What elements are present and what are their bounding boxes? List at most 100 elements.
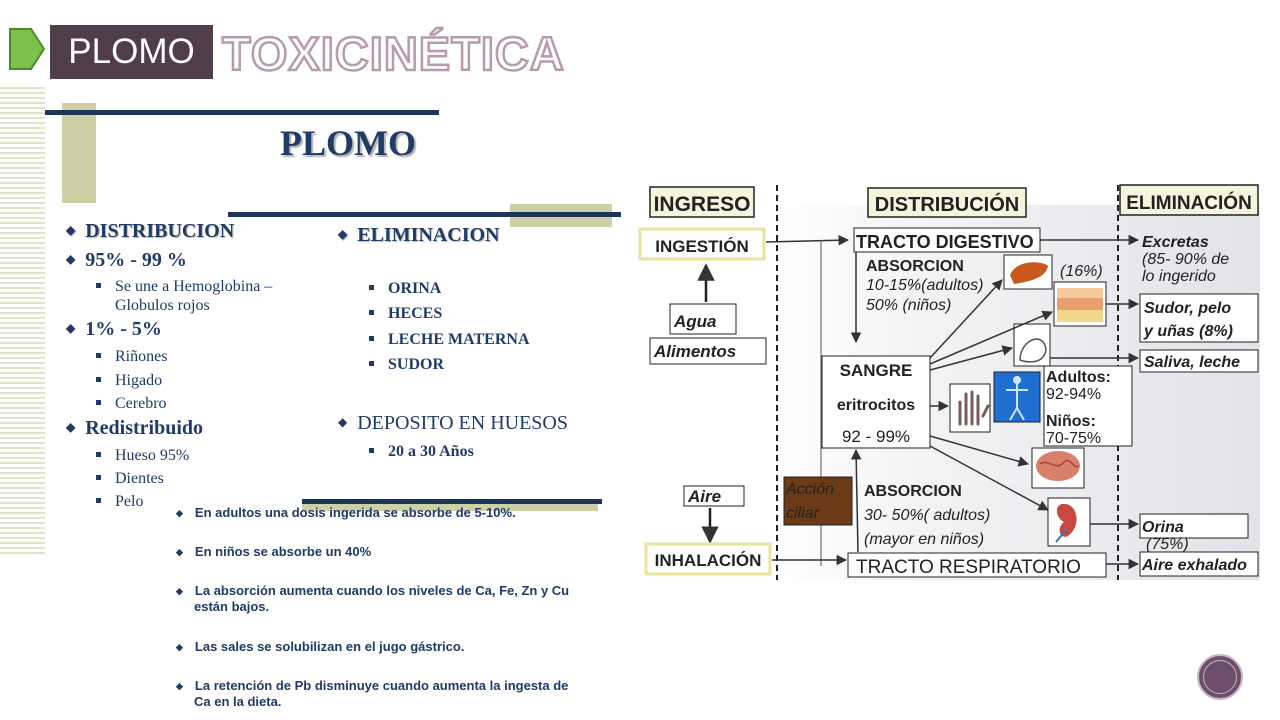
green-arrow-icon [9, 28, 45, 70]
absorcion-adultos: 30- 50%( adultos) [864, 507, 990, 524]
divider-line [302, 499, 602, 504]
svg-text:SANGRE: SANGRE [840, 361, 913, 380]
deposit-item: 20 a 30 Años [369, 443, 474, 461]
box-orina: Orina [1139, 513, 1249, 539]
note-item: ◆En adultos una dosis ingerida se absorb… [176, 505, 516, 520]
svg-text:Adultos:: Adultos: [1046, 369, 1111, 386]
diamond-bullet-icon: ◆ [66, 321, 76, 335]
square-bullet-icon [96, 376, 101, 382]
svg-text:TRACTO RESPIRATORIO: TRACTO RESPIRATORIO [856, 557, 1081, 578]
excretas-desc: lo ingerido [1142, 268, 1216, 285]
excretas-pct: (85- 90% de [1142, 251, 1229, 268]
sub-bullet: Se une a Hemoglobina – [96, 278, 272, 296]
svg-text:Saliva, leche: Saliva, leche [1144, 354, 1240, 371]
diamond-bullet-icon: ◆ [176, 508, 183, 518]
diamond-bullet-icon: ◆ [176, 547, 183, 557]
svg-text:Agua: Agua [673, 312, 717, 331]
box-accion-ciliar: Acción ciliar [783, 476, 853, 526]
header-title: TOXICINÉTICA [221, 26, 565, 80]
svg-text:Niños:: Niños: [1046, 413, 1096, 430]
box-tracto-respiratorio: TRACTO RESPIRATORIO [847, 552, 1107, 578]
box-sangre: SANGRE eritrocitos 92 - 99% [821, 355, 931, 449]
square-bullet-icon [369, 335, 374, 341]
bullet-text: 95% - 99 % [85, 249, 187, 271]
box-saliva: Saliva, leche [1139, 349, 1259, 373]
box-alimentos: Alimentos [649, 337, 767, 365]
svg-text:INGRESO: INGRESO [654, 193, 751, 216]
percent-bullet: ◆95% - 99 % [66, 249, 187, 272]
divider-line [228, 212, 621, 217]
diamond-bullet-icon: ◆ [66, 223, 76, 237]
sub-bullet: Hueso 95% [96, 447, 189, 465]
square-bullet-icon [96, 282, 101, 288]
diamond-bullet-icon: ◆ [176, 681, 183, 691]
note-item-cont: Ca en la dieta. [194, 694, 282, 709]
elim-item: HECES [369, 305, 442, 323]
square-bullet-icon [96, 474, 101, 480]
redistribution-bullet: ◆Redistribuido [66, 417, 203, 440]
diamond-bullet-icon: ◆ [338, 415, 348, 429]
elimination-bullet: ◆ELIMINACION [338, 224, 499, 247]
diamond-bullet-icon: ◆ [66, 420, 76, 434]
sub-bullet: Higado [96, 372, 162, 390]
distribution-bullet: ◆DISTRIBUCION [66, 220, 234, 243]
box-aire-exhalado: Aire exhalado [1139, 551, 1259, 577]
skin-icon [1053, 281, 1107, 327]
square-bullet-icon [96, 451, 101, 457]
diamond-bullet-icon: ◆ [338, 227, 348, 241]
kidney-icon [1047, 497, 1091, 547]
svg-text:y uñas (8%): y uñas (8%) [1143, 323, 1233, 340]
svg-text:TRACTO DIGESTIVO: TRACTO DIGESTIVO [856, 232, 1034, 252]
sub-bullet: Riñones [96, 348, 167, 366]
absorcion-adultos: 10-15%(adultos) [866, 277, 983, 294]
decorative-stripes [0, 84, 45, 554]
box-ingestion: INGESTIÓN [638, 227, 766, 261]
svg-text:92 - 99%: 92 - 99% [842, 427, 910, 446]
svg-text:ciliar: ciliar [786, 505, 820, 522]
svg-text:Alimentos: Alimentos [653, 342, 736, 361]
skeleton-icon [993, 371, 1041, 423]
box-agua: Agua [669, 303, 737, 335]
absorcion-label: ABSORCION [866, 258, 964, 275]
svg-text:TOXICINÉTICA: TOXICINÉTICA [222, 27, 565, 80]
note-item: ◆La retención de Pb disminuye cuando aum… [176, 678, 569, 693]
nav-circle-button[interactable] [1197, 654, 1243, 700]
excretas-label: Excretas [1142, 234, 1209, 251]
square-bullet-icon [96, 352, 101, 358]
svg-text:Sudor, pelo: Sudor, pelo [1144, 300, 1231, 317]
svg-text:ELIMINACIÓN: ELIMINACIÓN [1126, 192, 1252, 214]
sub-bullet: Dientes [96, 470, 164, 488]
sub-bullet-cont: Globulos rojos [115, 297, 210, 314]
absorcion-ninos: (mayor en niños) [864, 531, 984, 548]
square-bullet-icon [369, 447, 374, 453]
svg-text:Acción: Acción [785, 481, 834, 498]
header-distribucion: DISTRIBUCIÓN [867, 187, 1027, 218]
absorcion-ninos: 50% (niños) [866, 297, 951, 314]
percent-bullet: ◆1% - 5% [66, 318, 162, 341]
brain-icon [1031, 447, 1085, 489]
square-bullet-icon [369, 360, 374, 366]
square-bullet-icon [96, 399, 101, 405]
svg-text:Aire: Aire [687, 487, 721, 506]
divider-line [45, 110, 439, 115]
elim-item: SUDOR [369, 356, 444, 374]
svg-text:INHALACIÓN: INHALACIÓN [655, 551, 762, 570]
absorcion-label: ABSORCION [864, 483, 962, 500]
header-ingreso: INGRESO [649, 186, 755, 218]
box-bone-percent: Adultos: 92-94% Niños: 70-75% [1043, 365, 1133, 447]
square-bullet-icon [96, 497, 101, 503]
toxicokinetics-diagram: INGRESO DISTRIBUCIÓN ELIMINACIÓN INGESTI… [638, 184, 1260, 580]
svg-text:DISTRIBUCIÓN: DISTRIBUCIÓN [875, 192, 1019, 216]
note-item-cont: están bajos. [194, 599, 270, 614]
box-tracto-digestivo: TRACTO DIGESTIVO [853, 227, 1041, 253]
svg-text:Orina: Orina [1142, 519, 1184, 536]
header-label: PLOMO [50, 25, 213, 79]
square-bullet-icon [369, 309, 374, 315]
svg-text:Aire exhalado: Aire exhalado [1141, 557, 1247, 574]
orina-percent: (75%) [1146, 536, 1189, 553]
diamond-bullet-icon: ◆ [176, 586, 183, 596]
sub-bullet: Cerebro [96, 395, 167, 413]
hand-xray-icon [949, 383, 991, 433]
sub-bullet: Pelo [96, 493, 143, 511]
decor-olive-block [62, 103, 96, 203]
